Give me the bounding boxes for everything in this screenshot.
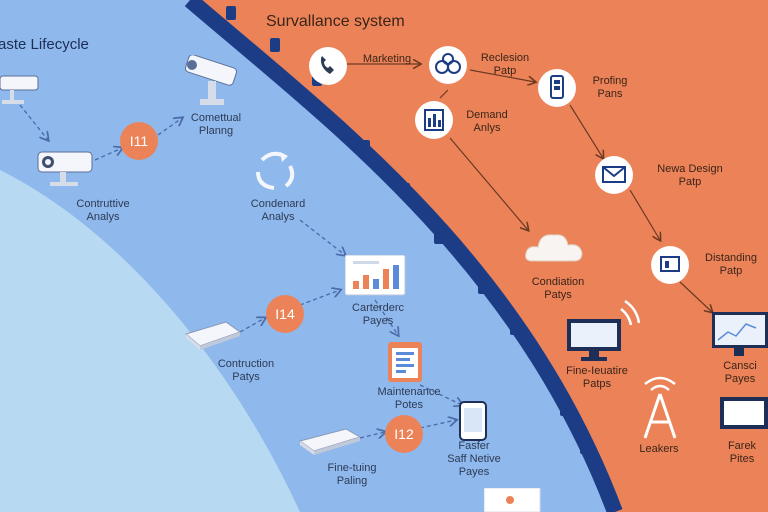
cctv-camera-icon: [37, 151, 93, 186]
screen-icon: [720, 397, 768, 429]
document-chart-icon: [415, 101, 453, 139]
bar-chart-card-icon: [345, 255, 406, 296]
tablet-icon: [459, 401, 487, 441]
cloud-icon: [525, 234, 583, 262]
people-icon: [429, 46, 467, 84]
mail-icon: [595, 156, 633, 194]
analytics-monitor-icon: [712, 312, 768, 356]
security-camera-icon: [184, 55, 238, 105]
monitor-doc-icon: [651, 246, 689, 284]
left-panel-title: aste Lifecycle: [0, 36, 89, 53]
left-connectors: [19, 104, 462, 438]
badge-i12: I12: [385, 415, 423, 453]
recycle-icon: [256, 151, 295, 190]
camera-icon: [0, 75, 39, 104]
light-blue-band: [0, 170, 300, 512]
badge-i11: I11: [120, 122, 158, 160]
badge-i14: I14: [266, 295, 304, 333]
label-leakers: Leakers: [639, 443, 679, 455]
router-box-icon: [298, 428, 362, 455]
clipboard-icon: [388, 342, 422, 382]
device-box-icon: [184, 321, 242, 350]
orange-card-icon: [484, 488, 541, 512]
monitor-wifi-icon: [567, 299, 641, 361]
right-panel-title: Survallance system: [266, 13, 405, 30]
right-connectors: [345, 64, 712, 312]
mobile-phone-icon: [538, 69, 576, 107]
label-marketing: Marketing: [362, 53, 412, 65]
phone-icon: [309, 47, 347, 85]
antenna-tower-icon: [643, 376, 677, 439]
